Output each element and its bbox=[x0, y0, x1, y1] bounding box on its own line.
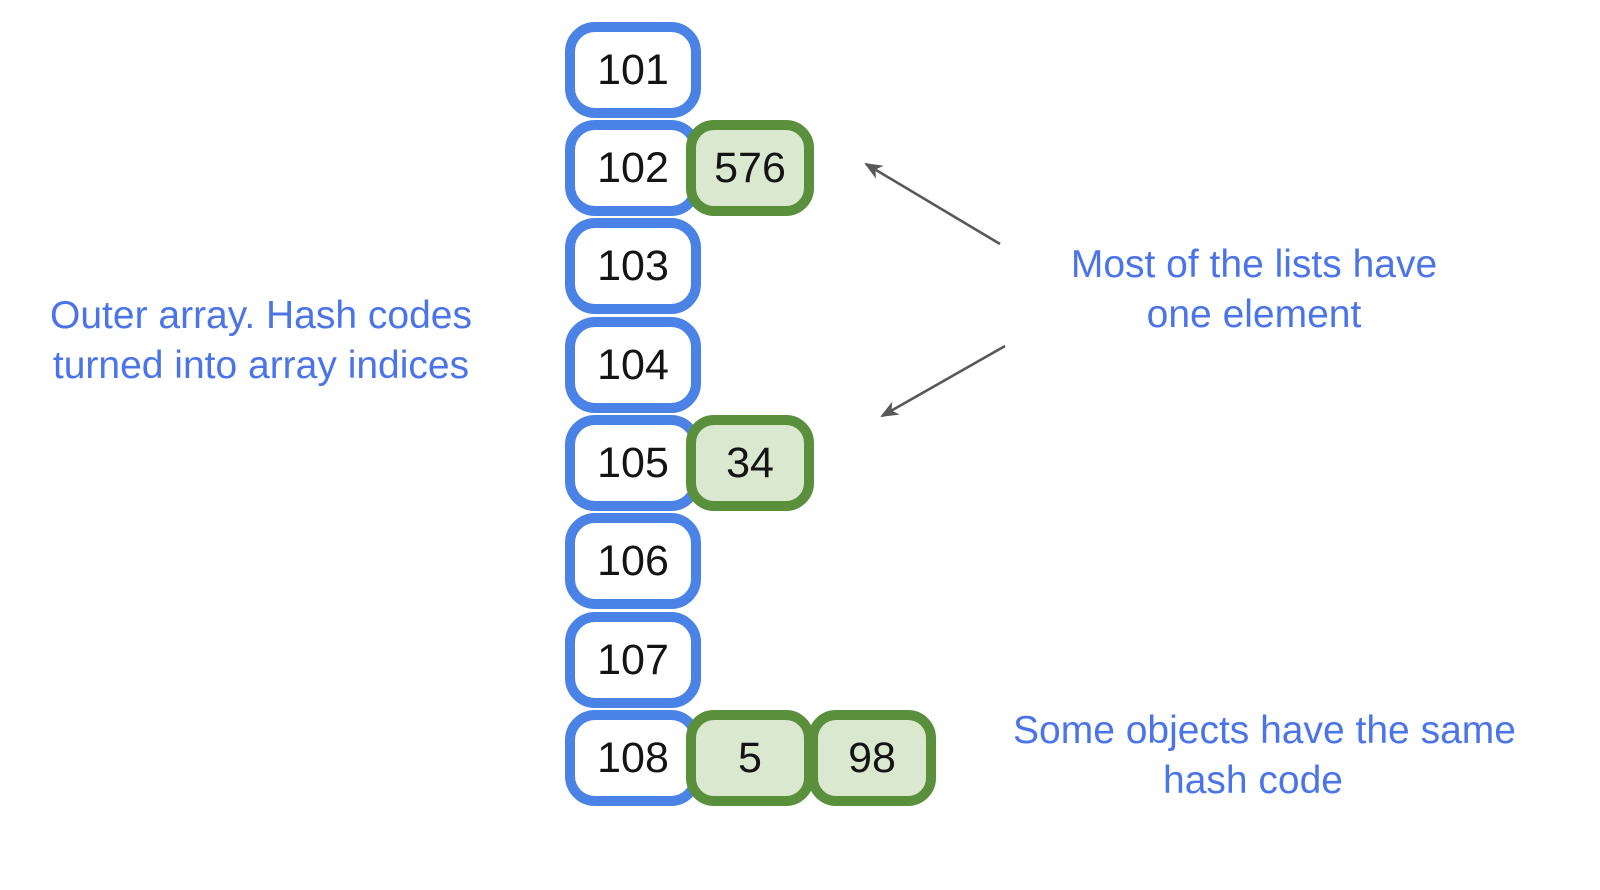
bucket-101: 101 bbox=[565, 22, 701, 118]
arrow-to-34-icon bbox=[880, 344, 1006, 418]
list-value-34: 34 bbox=[686, 415, 814, 511]
bucket-105: 105 bbox=[565, 415, 701, 511]
bucket-103: 103 bbox=[565, 218, 701, 314]
outer-array-label-line2: turned into array indices bbox=[52, 344, 470, 387]
bucket-104: 104 bbox=[565, 317, 701, 413]
outer-array-label: Outer array. Hash codes turned into arra… bbox=[26, 291, 496, 391]
bucket-102: 102 bbox=[565, 120, 701, 216]
outer-array-label-line1: Outer array. Hash codes bbox=[50, 294, 472, 337]
list-value-576: 576 bbox=[686, 120, 814, 216]
bucket-108: 108 bbox=[565, 710, 701, 806]
list-value-5: 5 bbox=[686, 710, 814, 806]
bucket-107: 107 bbox=[565, 612, 701, 708]
arrow-to-576-icon bbox=[864, 162, 1001, 246]
same-hash-label-line2: hash code bbox=[1163, 759, 1343, 802]
most-lists-label-line2: one element bbox=[1146, 293, 1362, 336]
same-hash-label: Some objects have the same hash code bbox=[1013, 706, 1516, 806]
same-hash-label-line1: Some objects have the same bbox=[1013, 709, 1516, 752]
list-value-98: 98 bbox=[808, 710, 936, 806]
bucket-106: 106 bbox=[565, 513, 701, 609]
most-lists-label: Most of the lists have one element bbox=[1029, 240, 1479, 340]
most-lists-label-line1: Most of the lists have bbox=[1070, 243, 1438, 286]
